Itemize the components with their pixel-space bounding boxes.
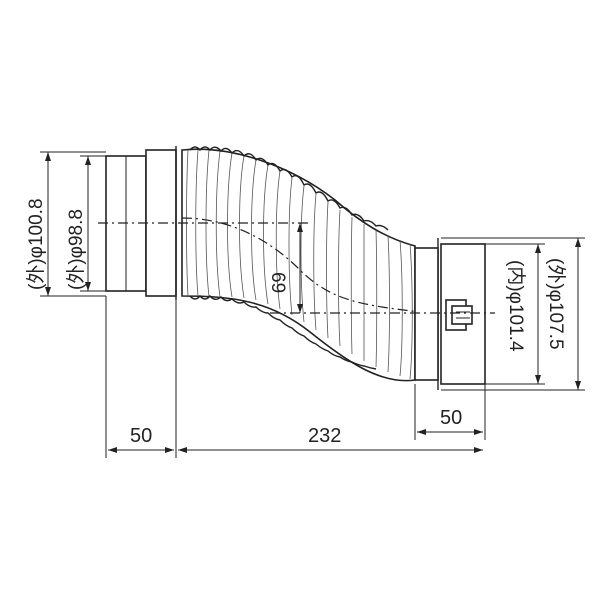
- outer-diameter-left2-label: (外)φ98.8: [65, 209, 87, 290]
- inner-diameter-right-label: (内)φ101.4: [505, 260, 527, 352]
- right-diameter-dims: (内)φ101.4 (外)φ107.5: [441, 237, 585, 391]
- offset-dim: 69: [267, 223, 303, 313]
- length-left-label: 50: [130, 425, 152, 447]
- length-dims: 50 232 50: [105, 296, 486, 458]
- right-collar: [414, 238, 486, 390]
- latch-icon: [445, 299, 473, 331]
- length-right-label: 50: [440, 407, 462, 429]
- length-total-label: 232: [308, 425, 341, 447]
- corrugated-elbow-body: [181, 146, 421, 382]
- outer-diameter-left-label: (外)φ100.8: [25, 198, 47, 290]
- left-diameter-dims: (外)φ100.8 (外)φ98.8: [25, 151, 106, 297]
- offset-label: 69: [267, 272, 288, 293]
- outer-diameter-right-label: (外)φ107.5: [545, 258, 567, 350]
